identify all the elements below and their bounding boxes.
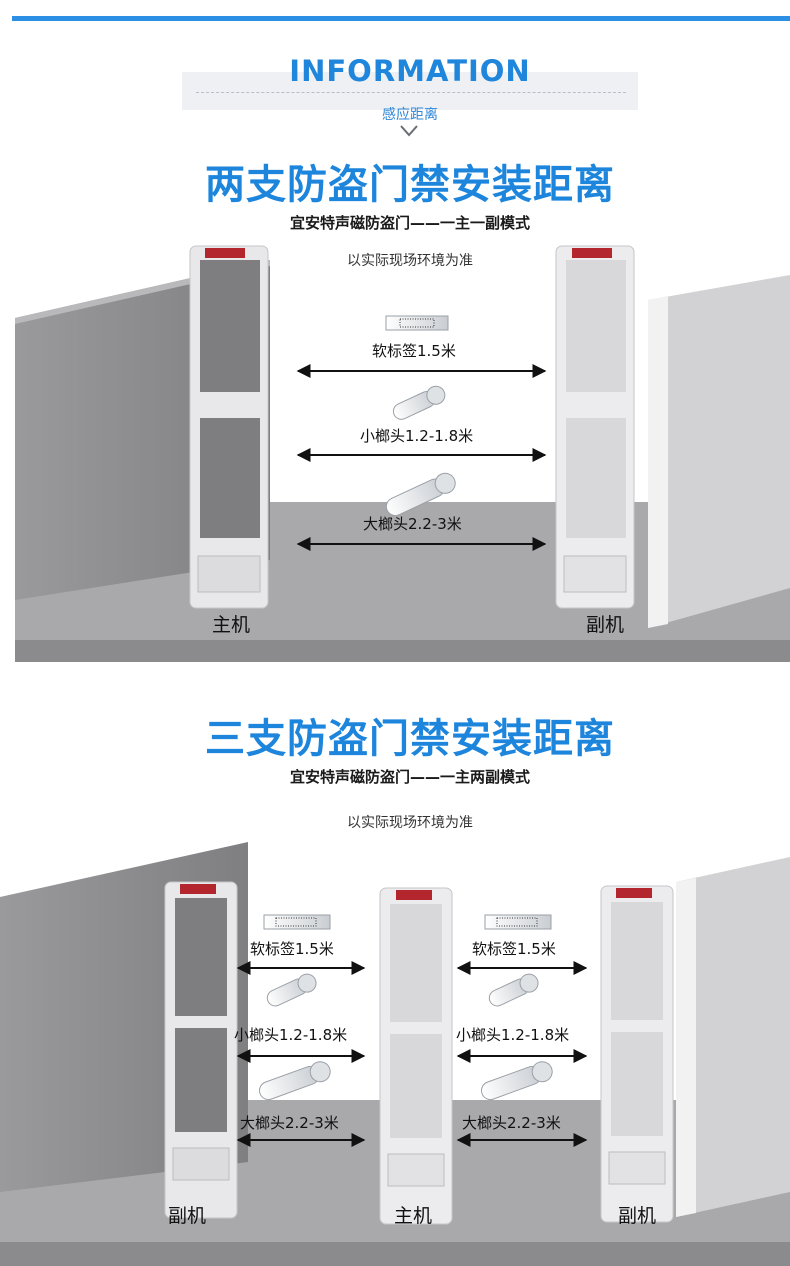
section1-title: 两支防盗门禁安装距离: [205, 162, 615, 208]
large-tag-range-right: 大榔头2.2-3米: [462, 1114, 561, 1132]
gate-main: [189, 245, 269, 609]
small-hard-tag-icon-right: [488, 973, 539, 1007]
main-gate-middle-label: 主机: [394, 1205, 433, 1227]
secondary-gate-label: 副机: [586, 614, 625, 636]
gate-secondary-left: [164, 881, 238, 1219]
small-tag-range-right: 小榔头1.2-1.8米: [456, 1026, 570, 1044]
section2-note: 以实际现场环境为准: [347, 815, 473, 831]
small-hard-tag-icon: [392, 385, 446, 420]
chevron-down-icon: [400, 125, 418, 137]
section2-subtitle: 宜安特声磁防盗门——一主两副模式: [289, 768, 530, 786]
large-tag-range-left: 大榔头2.2-3米: [240, 1114, 339, 1132]
header-title: INFORMATION: [289, 54, 531, 88]
section1-note: 以实际现场环境为准: [347, 253, 473, 269]
top-accent-bar: [12, 16, 790, 21]
soft-tag-icon-left: [263, 914, 331, 930]
gate-secondary-right: [600, 885, 674, 1223]
section1-subtitle: 宜安特声磁防盗门——一主一副模式: [289, 214, 530, 232]
gate-main-middle: [379, 887, 453, 1225]
gate-secondary: [555, 245, 635, 609]
secondary-gate-right-label: 副机: [618, 1205, 657, 1227]
large-hard-tag-icon: [385, 472, 456, 517]
soft-tag-range-left: 软标签1.5米: [250, 940, 334, 958]
soft-tag-range: 软标签1.5米: [372, 342, 456, 360]
secondary-gate-left-label: 副机: [168, 1205, 207, 1227]
large-tag-range: 大榔头2.2-3米: [363, 515, 462, 533]
section1-scene: [15, 245, 790, 662]
soft-tag-range-right: 软标签1.5米: [472, 940, 556, 958]
large-hard-tag-icon-left: [259, 1061, 331, 1101]
large-hard-tag-icon-right: [481, 1061, 553, 1101]
header-subtitle: 感应距离: [382, 107, 438, 123]
section2-scene: [0, 842, 790, 1266]
small-tag-range-left: 小榔头1.2-1.8米: [234, 1026, 348, 1044]
section2-title: 三支防盗门禁安装距离: [205, 716, 615, 762]
header-band: [182, 72, 638, 110]
header-dashed-line: [196, 92, 626, 93]
small-hard-tag-icon-left: [266, 973, 317, 1007]
soft-tag-icon-right: [484, 914, 552, 930]
small-tag-range: 小榔头1.2-1.8米: [360, 427, 474, 445]
main-gate-label: 主机: [212, 614, 251, 636]
soft-tag-icon: [385, 315, 449, 331]
